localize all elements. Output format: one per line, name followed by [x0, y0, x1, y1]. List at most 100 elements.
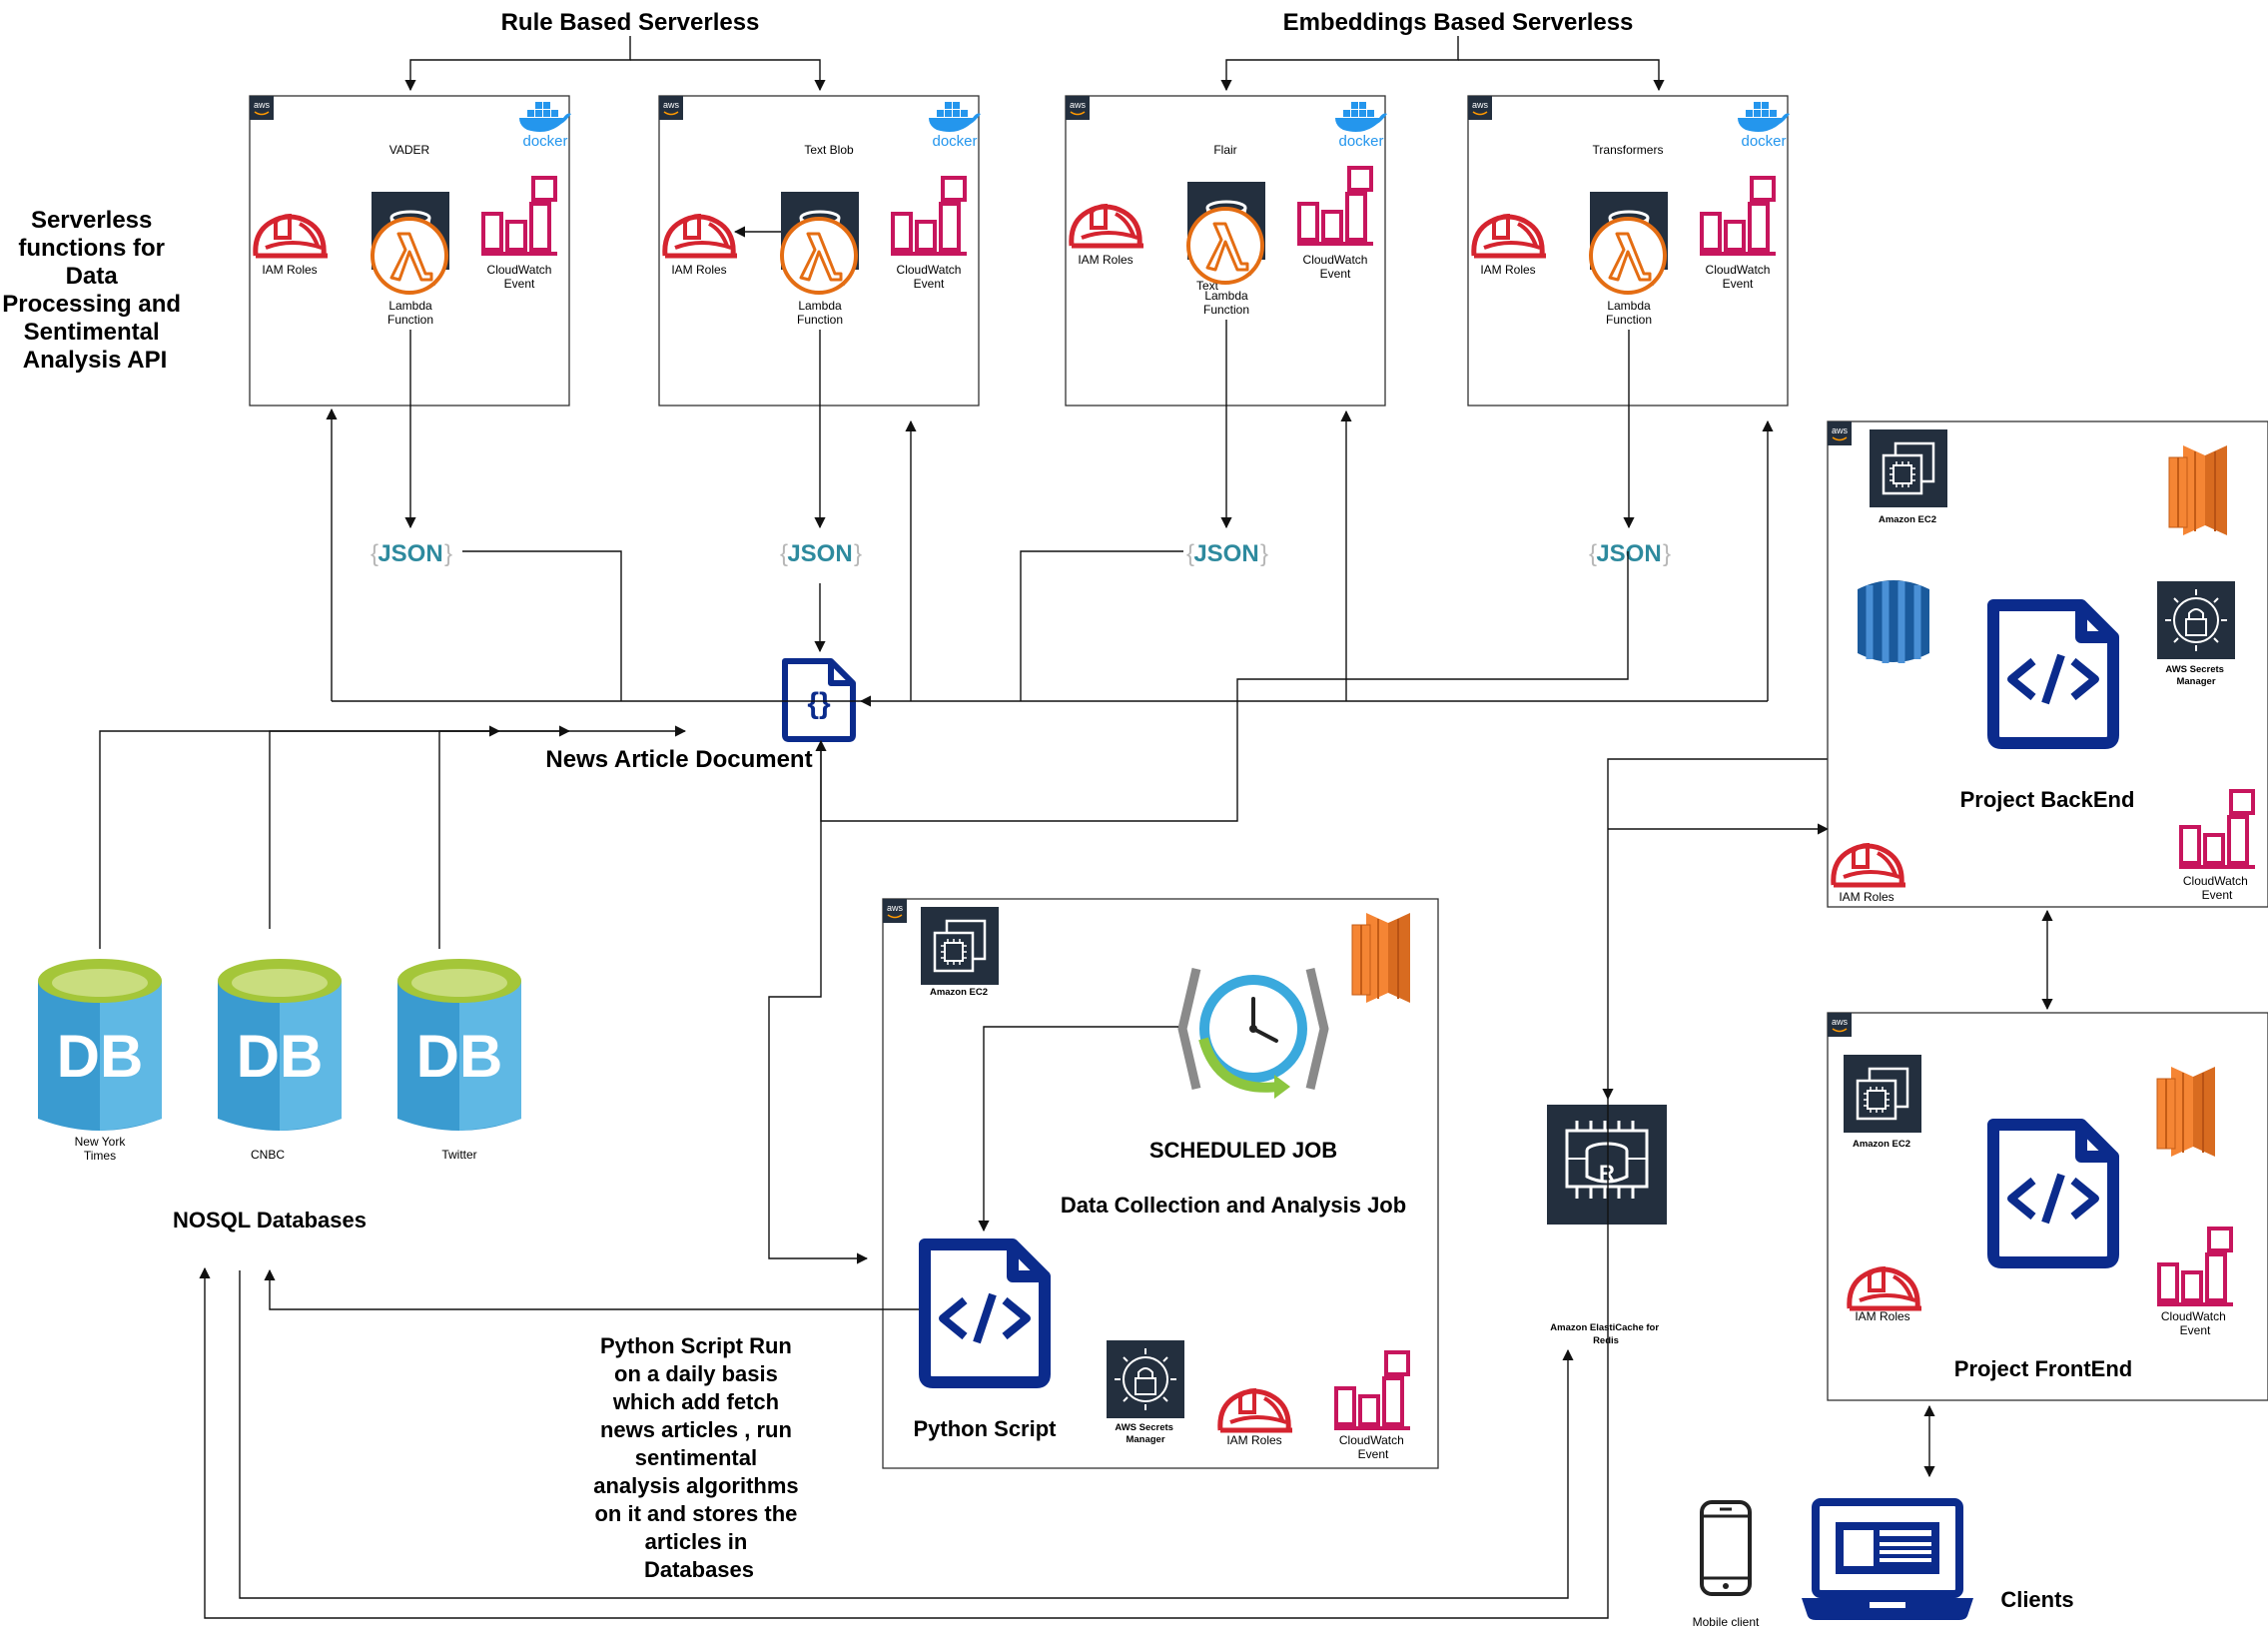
- svg-text:}: }: [854, 540, 862, 567]
- svg-text:aws: aws: [1070, 100, 1087, 110]
- news-article-label: News Article Document: [545, 746, 812, 773]
- iam-roles-icon: [1831, 842, 1905, 888]
- rule-based-connector: [404, 36, 826, 92]
- lambda-icon: [371, 217, 448, 295]
- aws-badge-icon: aws: [1828, 421, 1852, 445]
- lambda-icon: [1186, 207, 1264, 285]
- cloudwatch-label: CloudWatch Event: [2161, 1309, 2229, 1337]
- elasticache-icon: R: [1547, 1105, 1667, 1225]
- mobile-client-label: Mobile client: [1693, 1615, 1760, 1629]
- iam-roles-label: IAM Roles: [1226, 1433, 1281, 1447]
- json-icon: {JSON}: [1186, 540, 1268, 567]
- svg-text:aws: aws: [1472, 100, 1489, 110]
- json-label: JSON: [1596, 540, 1661, 567]
- rds-icon: [1858, 580, 1929, 663]
- svg-text:aws: aws: [1832, 1017, 1849, 1027]
- svg-text:{: {: [1589, 540, 1597, 567]
- svg-text:docker: docker: [932, 133, 977, 150]
- iam-roles-icon: [662, 213, 737, 259]
- python-description: Python Script Run on a daily basis which…: [593, 1333, 805, 1582]
- mobile-icon: [1700, 1500, 1752, 1596]
- cloudwatch-label: CloudWatch Event: [1339, 1433, 1407, 1461]
- code-file-icon: [1987, 1119, 2119, 1268]
- svg-text:}: }: [444, 540, 452, 567]
- backend-box: aws Amazon EC2 AWS Secrets Manager Proje…: [1827, 420, 2268, 908]
- svg-text:DB: DB: [57, 1023, 144, 1090]
- docker-icon: docker: [1738, 102, 1790, 150]
- aws-badge-icon: aws: [1468, 96, 1492, 120]
- iam-roles-label: IAM Roles: [262, 263, 317, 277]
- cloudwatch-icon: [2157, 1227, 2233, 1306]
- aws-badge-icon: aws: [883, 899, 907, 923]
- aws-badge-icon: aws: [250, 96, 274, 120]
- iam-roles-label: IAM Roles: [1839, 890, 1893, 904]
- ec2-instances-icon: [2168, 445, 2227, 535]
- svg-text:aws: aws: [254, 100, 271, 110]
- iam-roles-icon: [253, 213, 328, 259]
- serverless-title: Text Blob: [804, 143, 854, 157]
- cloudwatch-icon: [1334, 1350, 1410, 1430]
- database-icon: DB: [38, 959, 162, 1131]
- ec2-instances-icon: [1351, 913, 1410, 1003]
- svg-text:aws: aws: [663, 100, 680, 110]
- iam-roles-icon: [1069, 203, 1143, 249]
- svg-text:DB: DB: [416, 1023, 503, 1090]
- cloudwatch-icon: [1297, 166, 1373, 246]
- iam-roles-icon: [1847, 1265, 1921, 1311]
- svg-text:aws: aws: [887, 903, 904, 913]
- svg-text:}: }: [1663, 540, 1671, 567]
- svg-text:docker: docker: [1741, 133, 1786, 150]
- json-icon: {JSON}: [371, 540, 452, 567]
- iam-roles-icon: [1471, 213, 1546, 259]
- ec2-label: Amazon EC2: [1879, 514, 1936, 525]
- json-label: JSON: [1193, 540, 1258, 567]
- database-label: Twitter: [441, 1148, 476, 1162]
- svg-text:}: }: [1260, 540, 1268, 567]
- frontend-box: aws Amazon EC2 IAM Roles CloudWatch Even…: [1827, 1012, 2268, 1401]
- svg-text:{}: {}: [807, 687, 831, 720]
- svg-text:R: R: [1599, 1161, 1615, 1186]
- serverless-title: Transformers: [1593, 143, 1664, 157]
- ec2-icon: [921, 907, 999, 985]
- iam-roles-label: IAM Roles: [671, 263, 726, 277]
- database-icon: DB: [397, 959, 521, 1131]
- ec2-label: Amazon EC2: [930, 987, 988, 998]
- cloudwatch-icon: [1700, 176, 1776, 256]
- scheduled-job-box: aws Amazon EC2 SCHEDULED JOB Data Collec…: [882, 898, 1439, 1469]
- iam-roles-label: IAM Roles: [1855, 1309, 1909, 1323]
- ec2-instances-icon: [2156, 1067, 2215, 1157]
- elasticache-label: Amazon ElastiCache for Redis: [1550, 1322, 1661, 1346]
- document-to-script-connector: [768, 741, 869, 1264]
- secrets-manager-label: AWS Secrets Manager: [2165, 664, 2226, 687]
- cloudwatch-icon: [891, 176, 967, 256]
- svg-text:DB: DB: [237, 1023, 324, 1090]
- docker-icon: docker: [519, 102, 571, 150]
- cloudwatch-icon: [481, 176, 557, 256]
- iam-roles-label: IAM Roles: [1480, 263, 1535, 277]
- ec2-label: Amazon EC2: [1853, 1139, 1910, 1150]
- rule-based-heading: Rule Based Serverless: [501, 9, 760, 36]
- embeddings-based-connector: [1220, 36, 1665, 92]
- json-icon: {JSON}: [1589, 540, 1671, 567]
- aws-badge-icon: aws: [1066, 96, 1090, 120]
- svg-text:docker: docker: [522, 133, 567, 150]
- docker-icon: docker: [929, 102, 981, 150]
- code-file-icon: [1987, 599, 2119, 749]
- ec2-icon: [1870, 429, 1947, 507]
- code-file-icon: [919, 1238, 1051, 1388]
- embeddings-based-heading: Embeddings Based Serverless: [1283, 9, 1634, 36]
- iam-roles-label: IAM Roles: [1078, 253, 1133, 267]
- secrets-manager-icon: [2157, 581, 2235, 659]
